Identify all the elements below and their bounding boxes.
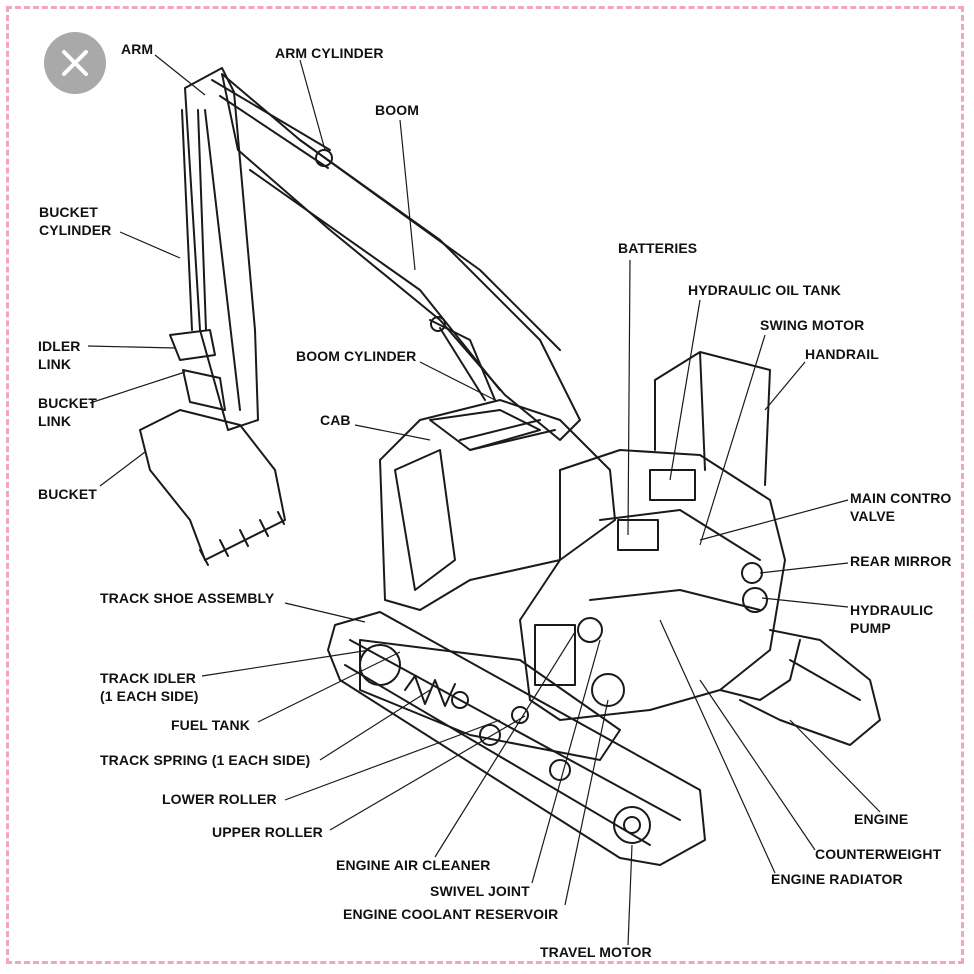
bucket-shape — [139, 409, 286, 561]
left-track-shape — [327, 611, 706, 866]
label-swivel-joint: SWIVEL JOINT — [430, 883, 530, 899]
arm-cylinder-shape — [211, 79, 331, 169]
right-track-shape — [739, 629, 881, 746]
label-rear-mirror: REAR MIRROR — [850, 553, 952, 569]
label-engine: ENGINE — [854, 811, 909, 827]
close-icon — [62, 50, 88, 76]
carrier-frame-shape — [359, 639, 621, 761]
rear-mirror-shape — [741, 562, 763, 584]
batteries-shape — [617, 519, 659, 551]
upper-roller-shape — [511, 706, 529, 724]
hydraulic-oil-tank-shape — [649, 469, 696, 501]
label-hydraulic-oil-tank: HYDRAULIC OIL TANK — [688, 282, 841, 298]
dashed-frame — [6, 6, 964, 964]
swivel-joint-shape — [577, 617, 603, 643]
boom-cylinder-shape — [429, 319, 496, 401]
label-track-shoe-assembly: TRACK SHOE ASSEMBLY — [100, 590, 275, 606]
label-cab: CAB — [320, 412, 351, 428]
label-travel-motor: TRAVEL MOTOR — [540, 944, 652, 960]
close-button[interactable] — [44, 32, 106, 94]
label-bucket: BUCKET — [38, 486, 97, 502]
upper-structure-shape — [519, 449, 786, 721]
lower-roller-shape — [479, 724, 501, 746]
label-engine-radiator: ENGINE RADIATOR — [771, 871, 903, 887]
label-idler-link-line1: IDLER — [38, 338, 81, 354]
label-fuel-tank: FUEL TANK — [171, 717, 250, 733]
label-engine-coolant-reservoir: ENGINE COOLANT RESERVOIR — [343, 906, 559, 922]
track-idler-shape — [359, 644, 401, 686]
label-arm: ARM — [121, 41, 154, 57]
idler-link-shape — [169, 329, 216, 361]
label-main-control-valve-line1: MAIN CONTRO — [850, 490, 952, 506]
track-spring-shape — [404, 675, 456, 707]
cab-shape — [379, 399, 616, 611]
label-bucket-cylinder-line2: CYLINDER — [39, 222, 112, 238]
label-counterweight: COUNTERWEIGHT — [815, 846, 942, 862]
label-idler-link-line2: LINK — [38, 356, 72, 372]
label-batteries: BATTERIES — [618, 240, 698, 256]
engine-coolant-reservoir-shape — [591, 673, 625, 707]
bucket-cylinder-shape — [181, 109, 207, 331]
counterweight-shape — [719, 639, 801, 701]
fuel-tank-shape — [534, 624, 576, 686]
label-bucket-link-line1: BUCKET — [38, 395, 97, 411]
label-track-idler-line1: TRACK IDLER — [100, 670, 196, 686]
label-handrail: HANDRAIL — [805, 346, 879, 362]
bucket-link-shape — [182, 369, 226, 411]
label-track-spring: TRACK SPRING (1 EACH SIDE) — [100, 752, 311, 768]
label-swing-motor: SWING MOTOR — [760, 317, 865, 333]
label-hydraulic-pump-line1: HYDRAULIC — [850, 602, 934, 618]
label-boom-cylinder: BOOM CYLINDER — [296, 348, 417, 364]
arm-shape — [184, 67, 259, 431]
label-bucket-link-line2: LINK — [38, 413, 72, 429]
label-arm-cylinder: ARM CYLINDER — [275, 45, 384, 61]
label-lower-roller: LOWER ROLLER — [162, 791, 277, 807]
label-boom: BOOM — [375, 102, 419, 118]
label-track-idler-line2: (1 EACH SIDE) — [100, 688, 199, 704]
label-main-control-valve-line2: VALVE — [850, 508, 896, 524]
label-hydraulic-pump-line2: PUMP — [850, 620, 891, 636]
label-upper-roller: UPPER ROLLER — [212, 824, 323, 840]
travel-motor-shape — [613, 806, 651, 844]
hydraulic-pump-shape — [742, 587, 768, 613]
handrail-shape — [654, 351, 771, 486]
label-bucket-cylinder-line1: BUCKET — [39, 204, 98, 220]
label-engine-air-cleaner: ENGINE AIR CLEANER — [336, 857, 491, 873]
